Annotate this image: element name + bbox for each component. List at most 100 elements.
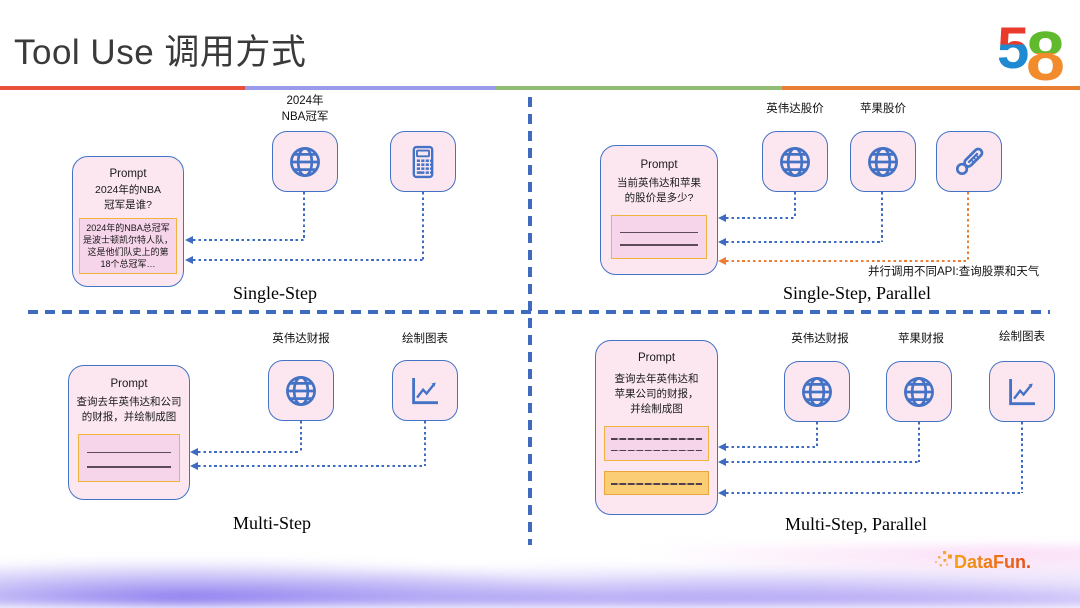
divider-segment-purple — [245, 86, 495, 90]
arrowhead-icon — [718, 442, 726, 451]
tool-box-calculator — [390, 131, 456, 192]
arrowhead-icon — [718, 457, 726, 466]
connector-line-vertical — [918, 422, 920, 462]
prompt-question: 查询去年英伟达和公司 的财报，并绘制成图 — [76, 396, 182, 423]
footer-wave-decoration — [0, 546, 1080, 606]
tool-label: 英伟达财报 — [791, 333, 849, 345]
connector-line-horizontal — [726, 260, 968, 262]
globe-icon — [286, 375, 316, 406]
placeholder-line — [620, 244, 698, 246]
globe-icon — [780, 146, 810, 177]
arrowhead-icon — [185, 235, 193, 244]
parallel-api-annotation: 并行调用不同API:查询股票和天气 — [868, 266, 1040, 278]
connector-line-horizontal — [726, 461, 919, 463]
tool-label: 绘制图表 — [402, 333, 448, 345]
tool-label: 苹果股价 — [860, 103, 906, 115]
prompt-box: Prompt 查询去年英伟达和公司 的财报，并绘制成图 — [68, 365, 190, 500]
page-title: Tool Use 调用方式 — [14, 33, 307, 72]
arrowhead-icon — [718, 213, 726, 222]
connector-line-horizontal — [193, 239, 304, 241]
prompt-box: Prompt 当前英伟达和苹果 的股价是多少? — [600, 145, 718, 275]
horizontal-dashed-divider — [28, 310, 1050, 314]
connector-line-vertical — [794, 192, 796, 218]
arrowhead-icon — [190, 447, 198, 456]
placeholder-line — [87, 466, 171, 468]
divider-segment-green — [495, 86, 782, 90]
prompt-title: Prompt — [640, 159, 678, 171]
connector-line-vertical — [881, 192, 883, 242]
calculator-icon — [412, 145, 434, 178]
connector-line-horizontal — [726, 217, 795, 219]
thermometer-icon — [953, 144, 986, 177]
prompt-question: 当前英伟达和苹果 的股价是多少? — [617, 177, 701, 204]
title-divider — [0, 86, 1080, 90]
tool-box-web-search — [272, 131, 338, 192]
connector-line-vertical — [303, 192, 305, 240]
logo-datafun: DataFun. — [935, 551, 1031, 572]
tool-box-weather — [936, 131, 1002, 192]
tool-box-apple-stock — [850, 131, 916, 192]
prompt-title: Prompt — [110, 378, 148, 390]
globe-icon — [802, 376, 832, 407]
connector-line-horizontal — [193, 259, 423, 261]
connector-line-vertical — [1021, 422, 1023, 493]
step-label-multi-step-parallel: Multi-Step, Parallel — [785, 514, 927, 534]
connector-line-horizontal — [198, 465, 424, 467]
answer-box — [611, 214, 707, 259]
globe-icon — [868, 146, 898, 177]
divider-segment-red — [0, 86, 245, 90]
tool-box-nvidia-stock — [762, 131, 828, 192]
logo-58-digit-5: 5 — [997, 16, 1029, 81]
connector-line-vertical — [967, 192, 969, 261]
chart-output-box — [604, 470, 709, 495]
tool-label: 绘制图表 — [999, 331, 1045, 343]
prompt-question: 查询去年英伟达和 苹果公司的财报， 并绘制成图 — [614, 373, 699, 415]
vertical-dashed-divider — [528, 97, 532, 545]
connector-line-horizontal — [726, 446, 817, 448]
placeholder-line-dashed — [611, 482, 702, 485]
step-label-multi-step: Multi-Step — [232, 513, 311, 533]
answer-box — [78, 433, 180, 482]
arrowhead-icon — [185, 255, 193, 264]
answer-box — [604, 425, 709, 461]
tool-label: 2024年 NBA冠军 — [281, 95, 329, 124]
logo-58: 5 8 — [997, 16, 1065, 86]
globe-icon — [904, 376, 934, 407]
placeholder-line-dashed — [611, 449, 702, 452]
connector-line-horizontal — [726, 241, 882, 243]
tool-label: 苹果财报 — [898, 333, 944, 345]
tool-box-draw-chart — [989, 361, 1055, 422]
placeholder-line-dashed — [611, 437, 702, 440]
step-label-single-step: Single-Step — [233, 283, 317, 303]
chart-icon — [412, 376, 440, 404]
tool-box-draw-chart — [392, 360, 458, 421]
prompt-title: Prompt — [109, 168, 147, 180]
prompt-box: Prompt 查询去年英伟达和 苹果公司的财报， 并绘制成图 — [595, 340, 718, 515]
connector-line-horizontal — [726, 492, 1022, 494]
step-label-single-step-parallel: Single-Step, Parallel — [783, 283, 931, 303]
connector-line-horizontal — [198, 451, 300, 453]
tool-box-apple-report — [886, 361, 952, 422]
datafun-wordmark: DataFun. — [954, 552, 1031, 572]
datafun-dots-icon — [935, 551, 952, 567]
placeholder-line — [87, 451, 171, 454]
connector-line-vertical — [424, 421, 426, 466]
tool-label: 英伟达股价 — [766, 103, 824, 115]
answer-box: 2024年的NBA总冠军 是波士顿凯尔特人队， 这是他们队史上的第 18个总冠军… — [79, 217, 177, 274]
prompt-box: Prompt 2024年的NBA 冠军是谁? 2024年的NBA总冠军 是波士顿… — [72, 156, 184, 287]
tool-box-nvidia-report — [268, 360, 334, 421]
arrowhead-icon — [190, 461, 198, 470]
connector-line-vertical — [300, 421, 302, 452]
arrowhead-icon — [718, 256, 726, 265]
placeholder-line — [620, 231, 698, 234]
arrowhead-icon — [718, 237, 726, 246]
tool-box-nvidia-report — [784, 361, 850, 422]
connector-line-vertical — [422, 192, 424, 260]
divider-segment-orange — [782, 86, 1080, 90]
tool-label: 英伟达财报 — [272, 333, 330, 345]
chart-icon — [1009, 377, 1037, 405]
logo-58-digit-8: 8 — [1026, 17, 1065, 86]
arrowhead-icon — [718, 488, 726, 497]
connector-line-vertical — [816, 422, 818, 447]
